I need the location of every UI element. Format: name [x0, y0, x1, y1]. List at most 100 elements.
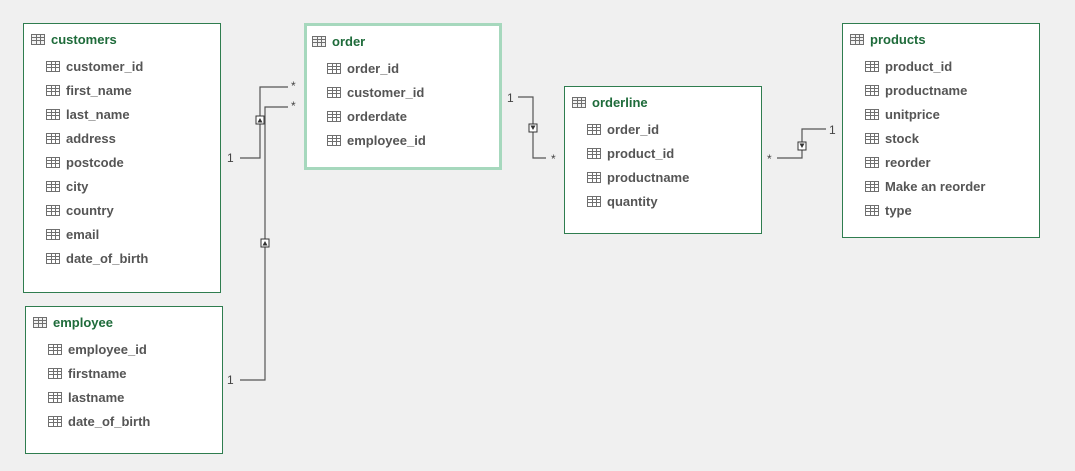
field-name: last_name	[66, 106, 130, 122]
field-name: lastname	[68, 389, 125, 405]
cardinality-one-employee: 1	[227, 373, 234, 387]
cardinality-one-products: 1	[829, 123, 836, 137]
field-name: reorder	[885, 154, 931, 170]
cardinality-one-order: 1	[507, 91, 514, 105]
field-row[interactable]: productname	[565, 165, 761, 189]
field-name: country	[66, 202, 114, 218]
field-row[interactable]: type	[843, 198, 1039, 222]
field-row[interactable]: product_id	[843, 54, 1039, 78]
field-name: customer_id	[66, 58, 144, 74]
rel-direction-arrow-products-orderline	[797, 141, 807, 151]
field-icon	[327, 134, 341, 146]
field-row[interactable]: customer_id	[24, 54, 220, 78]
table-products[interactable]: products product_id productname unitprice s…	[842, 23, 1040, 238]
table-title: products	[870, 31, 926, 47]
table-title: order	[332, 33, 366, 49]
field-icon	[327, 86, 341, 98]
field-name: postcode	[66, 154, 124, 170]
table-header-orderline[interactable]: orderline	[565, 87, 761, 117]
field-icon	[48, 415, 62, 427]
field-name: quantity	[607, 193, 658, 209]
field-row[interactable]: date_of_birth	[26, 409, 222, 433]
field-row[interactable]: first_name	[24, 78, 220, 102]
rel-direction-arrow-order-orderline	[528, 123, 538, 133]
table-order[interactable]: order order_id customer_id orderdate employ…	[304, 23, 502, 170]
field-name: order_id	[607, 121, 660, 137]
field-row[interactable]: employee_id	[305, 128, 499, 152]
cardinality-one-customers: 1	[227, 151, 234, 165]
field-icon	[46, 180, 60, 192]
field-row[interactable]: last_name	[24, 102, 220, 126]
field-row[interactable]: address	[24, 126, 220, 150]
field-icon	[865, 84, 879, 96]
field-name: first_name	[66, 82, 132, 98]
field-name: customer_id	[347, 84, 425, 100]
field-row[interactable]: quantity	[565, 189, 761, 213]
table-title: customers	[51, 31, 117, 47]
field-name: employee_id	[68, 341, 147, 357]
field-icon	[46, 84, 60, 96]
field-row[interactable]: firstname	[26, 361, 222, 385]
field-name: address	[66, 130, 116, 146]
field-row[interactable]: Make an reorder	[843, 174, 1039, 198]
field-name: unitprice	[885, 106, 940, 122]
table-orderline[interactable]: orderline order_id product_id productname q…	[564, 86, 762, 234]
field-icon	[587, 123, 601, 135]
field-row[interactable]: productname	[843, 78, 1039, 102]
field-row[interactable]: order_id	[565, 117, 761, 141]
rel-direction-arrow-employee-order	[260, 238, 270, 248]
field-icon	[46, 60, 60, 72]
cardinality-many-orderline-order: *	[551, 152, 556, 166]
field-row[interactable]: reorder	[843, 150, 1039, 174]
field-icon	[48, 367, 62, 379]
table-icon	[31, 33, 45, 45]
field-icon	[865, 204, 879, 216]
field-icon	[46, 108, 60, 120]
cardinality-many-orderline-products: *	[767, 152, 772, 166]
field-row[interactable]: city	[24, 174, 220, 198]
field-icon	[46, 252, 60, 264]
field-name: productname	[885, 82, 968, 98]
field-row[interactable]: product_id	[565, 141, 761, 165]
field-icon	[865, 60, 879, 72]
field-name: type	[885, 202, 912, 218]
field-row[interactable]: date_of_birth	[24, 246, 220, 270]
cardinality-many-order-employee: *	[291, 99, 296, 113]
table-header-order[interactable]: order	[307, 26, 499, 56]
field-icon	[46, 204, 60, 216]
field-icon	[327, 110, 341, 122]
field-name: Make an reorder	[885, 178, 986, 194]
table-customers[interactable]: customers customer_id first_name last_name…	[23, 23, 221, 293]
field-row[interactable]: customer_id	[305, 80, 499, 104]
field-row[interactable]: order_id	[305, 56, 499, 80]
table-title: employee	[53, 314, 113, 330]
field-row[interactable]: orderdate	[305, 104, 499, 128]
field-row[interactable]: lastname	[26, 385, 222, 409]
field-row[interactable]: employee_id	[26, 337, 222, 361]
field-icon	[865, 180, 879, 192]
field-row[interactable]: unitprice	[843, 102, 1039, 126]
field-icon	[46, 156, 60, 168]
field-row[interactable]: country	[24, 198, 220, 222]
field-icon	[865, 132, 879, 144]
field-name: employee_id	[347, 132, 426, 148]
field-name: email	[66, 226, 100, 242]
cardinality-many-order-customer: *	[291, 79, 296, 93]
table-header-products[interactable]: products	[843, 24, 1039, 54]
field-icon	[48, 391, 62, 403]
table-header-customers[interactable]: customers	[24, 24, 220, 54]
field-icon	[865, 108, 879, 120]
field-row[interactable]: email	[24, 222, 220, 246]
table-header-employee[interactable]: employee	[26, 307, 222, 337]
table-employee[interactable]: employee employee_id firstname lastname dat…	[25, 306, 223, 454]
table-icon	[572, 96, 586, 108]
field-row[interactable]: stock	[843, 126, 1039, 150]
field-icon	[865, 156, 879, 168]
field-name: productname	[607, 169, 690, 185]
field-name: product_id	[607, 145, 675, 161]
field-name: orderdate	[347, 108, 407, 124]
field-name: date_of_birth	[68, 413, 151, 429]
field-row[interactable]: postcode	[24, 150, 220, 174]
field-name: date_of_birth	[66, 250, 149, 266]
